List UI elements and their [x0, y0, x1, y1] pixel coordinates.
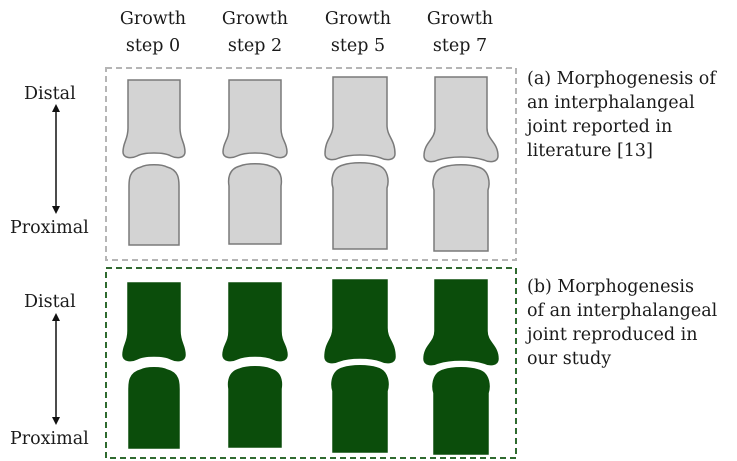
- step-header-7: Growth step 7: [410, 6, 510, 60]
- caption-a-line-4: literature [13]: [527, 141, 653, 161]
- step-header-5-line1: Growth: [324, 9, 392, 29]
- panel-a-proximal-phalanx-step-1: [227, 163, 283, 245]
- panel-b-distal-phalanx-step-1: [222, 282, 288, 362]
- panel-a-proximal-phalanx-step-3: [432, 164, 490, 252]
- step-header-7-line1: Growth: [426, 9, 494, 29]
- panel-b-proximal-phalanx-step-0: [128, 367, 180, 449]
- caption-a: (a) Morphogenesis of an interphalangeal …: [527, 67, 737, 163]
- caption-b-line-1: (b) Morphogenesis: [527, 277, 694, 297]
- caption-a-line-3: joint reported in: [527, 117, 673, 137]
- caption-a-line-2: an interphalangeal: [527, 93, 695, 113]
- panel-a-distal-phalanx-step-3: [423, 76, 499, 163]
- panel-b-proximal-phalanx-step-2: [331, 365, 389, 453]
- panel-b-distal-phalanx-step-3: [423, 279, 499, 366]
- caption-b: (b) Morphogenesis of an interphalangeal …: [527, 275, 737, 371]
- step-header-7-line2: step 7: [432, 36, 488, 56]
- step-header-2-line2: step 2: [227, 36, 283, 56]
- panel-b-border: [105, 267, 517, 459]
- panel-b-proximal-phalanx-step-3: [432, 367, 490, 455]
- step-header-0-line1: Growth: [119, 9, 187, 29]
- step-header-2-line1: Growth: [221, 9, 289, 29]
- distal-label-a: Distal: [24, 84, 76, 104]
- panel-a-proximal-phalanx-step-0: [128, 164, 180, 246]
- caption-b-line-3: joint reproduced in: [527, 325, 698, 345]
- panel-b-joints: [122, 279, 499, 455]
- step-header-0-line2: step 0: [125, 36, 181, 56]
- caption-b-line-2: of an interphalangeal: [527, 301, 718, 321]
- step-header-2: Growth step 2: [205, 6, 305, 60]
- caption-a-line-1: (a) Morphogenesis of: [527, 69, 716, 89]
- panel-b-proximal-phalanx-step-1: [227, 366, 283, 448]
- step-header-5-line2: step 5: [330, 36, 386, 56]
- panel-b-distal-phalanx-step-0: [122, 282, 186, 362]
- panel-b-distal-phalanx-step-2: [324, 279, 396, 364]
- step-header-0: Growth step 0: [103, 6, 203, 60]
- panel-a-border: [105, 67, 517, 261]
- proximal-label-a: Proximal: [10, 218, 89, 238]
- panel-a-distal-phalanx-step-0: [122, 79, 186, 159]
- proximal-label-b: Proximal: [10, 429, 89, 449]
- step-header-5: Growth step 5: [308, 6, 408, 60]
- panel-a-proximal-phalanx-step-2: [331, 162, 389, 250]
- panel-a-distal-phalanx-step-1: [222, 79, 288, 159]
- caption-b-line-4: our study: [527, 349, 612, 369]
- distal-label-b: Distal: [24, 292, 76, 312]
- panel-a-joints: [122, 76, 499, 252]
- panel-a-distal-phalanx-step-2: [324, 76, 396, 161]
